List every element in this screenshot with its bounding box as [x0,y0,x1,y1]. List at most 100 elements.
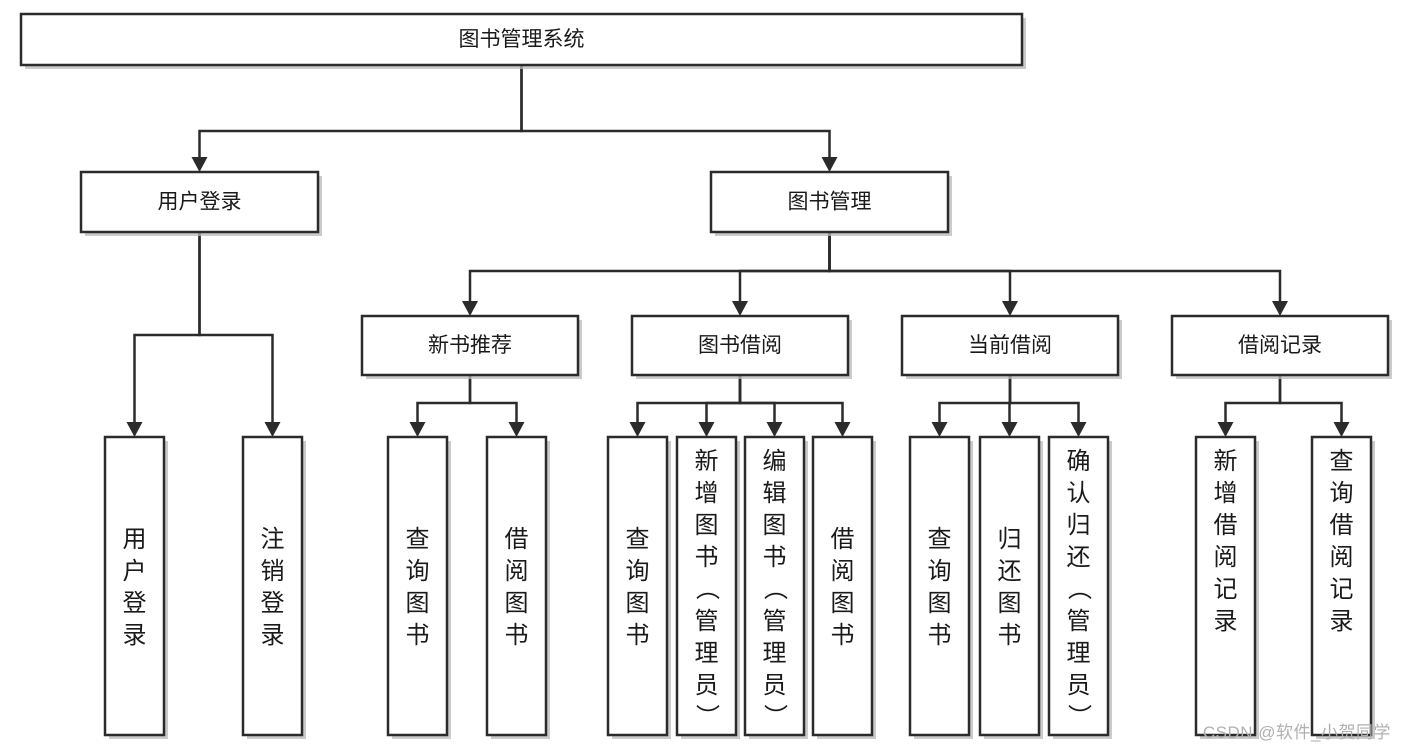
node-leaf-add-book[interactable]: 新增图书（管理员） [675,435,740,739]
connector-borrow_record-to-leaf_query_record [1278,375,1350,437]
node-layer: 图书管理系统用户登录图书管理新书推荐图书借阅当前借阅借阅记录用户登录注销登录查询… [19,12,1392,739]
node-label: 新增图书（管理员） [695,448,720,731]
node-leaf-borrow-book-2[interactable]: 借阅图书 [811,435,876,739]
arrow-head-icon [1002,301,1018,316]
node-root[interactable]: 图书管理系统 [19,12,1026,69]
arrow-head-icon [1272,301,1288,316]
node-box[interactable] [19,12,1024,67]
connector-book_manage-to-borrow_record [828,232,1288,316]
node-box[interactable] [630,314,850,377]
node-leaf-user-login[interactable]: 用户登录 [103,435,168,739]
arrow-head-icon [732,301,748,316]
node-label: 编辑图书（管理员） [763,448,788,731]
arrow-head-icon [821,157,838,172]
connector-new_book_rec-to-leaf_query_book_1 [409,375,472,437]
node-leaf-query-book-2[interactable]: 查询图书 [606,435,671,739]
connector-user_login-to-leaf_logout [198,232,281,437]
arrow-head-icon [191,157,208,172]
node-borrow-record[interactable]: 借阅记录 [1170,314,1392,379]
node-label: 查询图书 [406,526,430,649]
arrow-head-icon [1070,422,1087,437]
node-label: 查询借阅记录 [1330,448,1354,635]
node-label: 借阅图书 [505,526,529,649]
node-label: 借阅记录 [1238,334,1322,357]
arrow-head-icon [698,422,715,437]
node-label: 图书管理系统 [459,28,585,51]
node-leaf-add-record[interactable]: 新增借阅记录 [1194,435,1259,739]
node-label: 新书推荐 [428,334,512,357]
node-box[interactable] [743,435,806,737]
node-leaf-query-book-3[interactable]: 查询图书 [908,435,973,739]
node-leaf-logout[interactable]: 注销登录 [241,435,306,739]
connector-book_manage-to-book_borrow [732,232,831,316]
node-label: 注销登录 [261,526,285,649]
node-label: 图书管理 [788,191,872,214]
node-box[interactable] [360,314,580,377]
connector-book_borrow-to-leaf_borrow_book_2 [738,375,851,437]
node-label: 当前借阅 [968,334,1052,357]
connector-book_borrow-to-leaf_edit_book [738,375,783,437]
node-box[interactable] [386,435,449,737]
arrow-head-icon [264,422,281,437]
node-user-login[interactable]: 用户登录 [79,170,322,236]
node-label: 用户登录 [158,191,242,214]
arrow-head-icon [1217,422,1234,437]
node-box[interactable] [978,435,1041,737]
arrow-head-icon [1333,422,1350,437]
node-box[interactable] [606,435,669,737]
arrow-head-icon [931,422,948,437]
arrow-head-icon [126,422,143,437]
node-box[interactable] [103,435,166,737]
node-box[interactable] [485,435,548,737]
arrow-head-icon [766,422,783,437]
node-box[interactable] [908,435,971,737]
node-leaf-query-book-1[interactable]: 查询图书 [386,435,451,739]
connector-borrow_record-to-leaf_add_record [1217,375,1282,437]
node-leaf-edit-book[interactable]: 编辑图书（管理员） [743,435,808,739]
node-leaf-borrow-book-1[interactable]: 借阅图书 [485,435,550,739]
connector-book_borrow-to-leaf_add_book [698,375,742,437]
node-label: 归还图书 [998,526,1022,649]
node-book-borrow[interactable]: 图书借阅 [630,314,852,379]
connector-user_login-to-leaf_user_login [126,232,201,437]
node-label: 新增借阅记录 [1214,448,1238,635]
node-book-manage[interactable]: 图书管理 [709,170,952,236]
arrow-head-icon [629,422,646,437]
node-box[interactable] [1194,435,1257,737]
connector-root-to-user_login [191,65,523,172]
arrow-head-icon [508,422,525,437]
arrow-head-icon [462,301,478,316]
node-box[interactable] [1310,435,1373,737]
node-box[interactable] [811,435,874,737]
node-box[interactable] [675,435,738,737]
connector-root-to-book_manage [520,65,838,172]
node-label: 图书借阅 [698,334,782,357]
node-box[interactable] [1170,314,1390,377]
connector-book_manage-to-new_book_rec [462,232,831,316]
node-label: 借阅图书 [831,526,855,649]
connector-book_borrow-to-leaf_query_book_2 [629,375,742,437]
node-label: 确认归还（管理员） [1067,448,1092,731]
node-leaf-query-record[interactable]: 查询借阅记录 [1310,435,1375,739]
node-label: 查询图书 [928,526,952,649]
arrow-head-icon [1001,422,1018,437]
node-current-borrow[interactable]: 当前借阅 [900,314,1122,379]
node-box[interactable] [241,435,304,737]
node-leaf-confirm-return[interactable]: 确认归还（管理员） [1047,435,1112,739]
arrow-head-icon [409,422,426,437]
node-box[interactable] [79,170,320,234]
node-new-book-rec[interactable]: 新书推荐 [360,314,582,379]
node-box[interactable] [1047,435,1110,737]
arrow-head-icon [834,422,851,437]
connector-layer [126,65,1350,437]
node-label: 用户登录 [123,526,147,649]
connector-current_borrow-to-leaf_query_book_3 [931,375,1012,437]
node-box[interactable] [709,170,950,234]
node-box[interactable] [900,314,1120,377]
connector-book_manage-to-current_borrow [828,232,1018,316]
connector-current_borrow-to-leaf_confirm_return [1008,375,1087,437]
node-leaf-return-book[interactable]: 归还图书 [978,435,1043,739]
node-label: 查询图书 [626,526,650,649]
